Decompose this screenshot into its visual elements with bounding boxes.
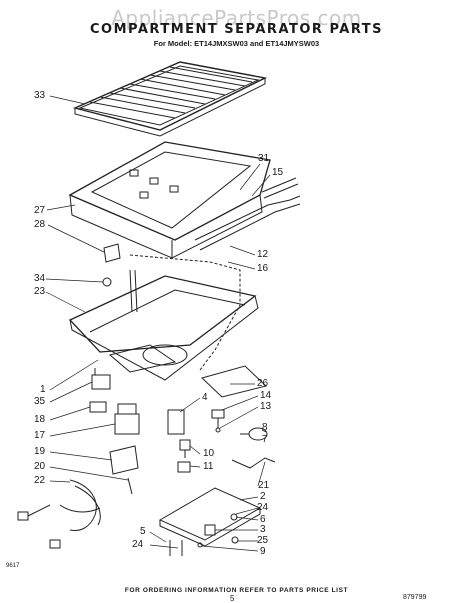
- callout-16: 16: [257, 263, 269, 274]
- watermark: AppliancePartsPros.com: [111, 6, 362, 30]
- leader-lines: [45, 95, 271, 552]
- callout-27: 27: [34, 205, 46, 216]
- part-9-spacer: [197, 542, 203, 548]
- callout-6: 6: [260, 514, 266, 525]
- callout-24-left: 24: [132, 539, 144, 550]
- diagram-title: COMPARTMENT SEPARATOR PARTS: [89, 22, 384, 37]
- ordering-footer: FOR ORDERING INFORMATION REFER TO PARTS …: [124, 587, 349, 594]
- callout-10: 10: [203, 448, 215, 459]
- part-28-pad: [103, 243, 121, 263]
- part-2-housing: [158, 487, 262, 547]
- callout-31: 31: [258, 153, 270, 164]
- callout-8: 8: [262, 422, 268, 433]
- callout-13: 13: [260, 401, 272, 412]
- part-25-nut: [231, 536, 239, 544]
- part-22-harness: [17, 479, 101, 549]
- callout-24-right: 24: [257, 502, 269, 513]
- callout-22: 22: [34, 475, 46, 486]
- callout-2: 2: [260, 491, 266, 502]
- part-10-socket: [179, 439, 191, 458]
- part-17-control: [114, 403, 140, 435]
- callout-7: 7: [262, 434, 268, 445]
- callout-19: 19: [34, 446, 46, 457]
- drawing-code-right: 879799: [403, 594, 427, 601]
- part-4-bracket: [167, 409, 185, 435]
- part-23-separator: [68, 269, 259, 381]
- callout-11: 11: [203, 461, 214, 472]
- callout-3: 3: [260, 524, 266, 535]
- callout-33: 33: [34, 90, 46, 101]
- part-18-plate: [89, 401, 107, 413]
- callout-35: 35: [34, 396, 46, 407]
- callout-9: 9: [260, 546, 266, 557]
- part-11-holder: [177, 461, 191, 473]
- callout-15: 15: [272, 167, 284, 178]
- callout-12: 12: [257, 249, 269, 260]
- callout-23: 23: [34, 286, 46, 297]
- part-27-frame: [68, 141, 271, 259]
- callout-5: 5: [140, 526, 146, 537]
- part-34-fastener: [102, 277, 112, 287]
- part-21-wire: [231, 457, 276, 469]
- callout-25: 25: [257, 535, 269, 546]
- callout-20: 20: [34, 461, 46, 472]
- part-19-thermostat: [109, 445, 139, 475]
- callout-34: 34: [34, 273, 46, 284]
- page-number: 5: [230, 594, 235, 603]
- callout-26: 26: [257, 378, 269, 389]
- part-16-gasket: [129, 254, 241, 371]
- model-subtitle: For Model: ET14JMXSW03 and ET14JMYSW03: [153, 39, 320, 48]
- callout-14: 14: [260, 390, 272, 401]
- part-33-grille: [72, 61, 268, 137]
- callout-1: 1: [40, 384, 46, 395]
- callout-4: 4: [202, 392, 208, 403]
- callout-28: 28: [34, 219, 46, 230]
- part-20-screw: [127, 477, 133, 495]
- part-13-switch: [211, 409, 225, 433]
- part-12-rail: [194, 177, 301, 251]
- part-3-switch: [204, 524, 216, 536]
- callout-18: 18: [34, 414, 46, 425]
- callout-21: 21: [258, 480, 270, 491]
- part-26-cover: [201, 365, 268, 398]
- part-8-bulb: [240, 427, 268, 441]
- part-35-housing: [91, 368, 111, 390]
- callout-17: 17: [34, 430, 46, 441]
- drawing-code-left: 9617: [6, 563, 20, 569]
